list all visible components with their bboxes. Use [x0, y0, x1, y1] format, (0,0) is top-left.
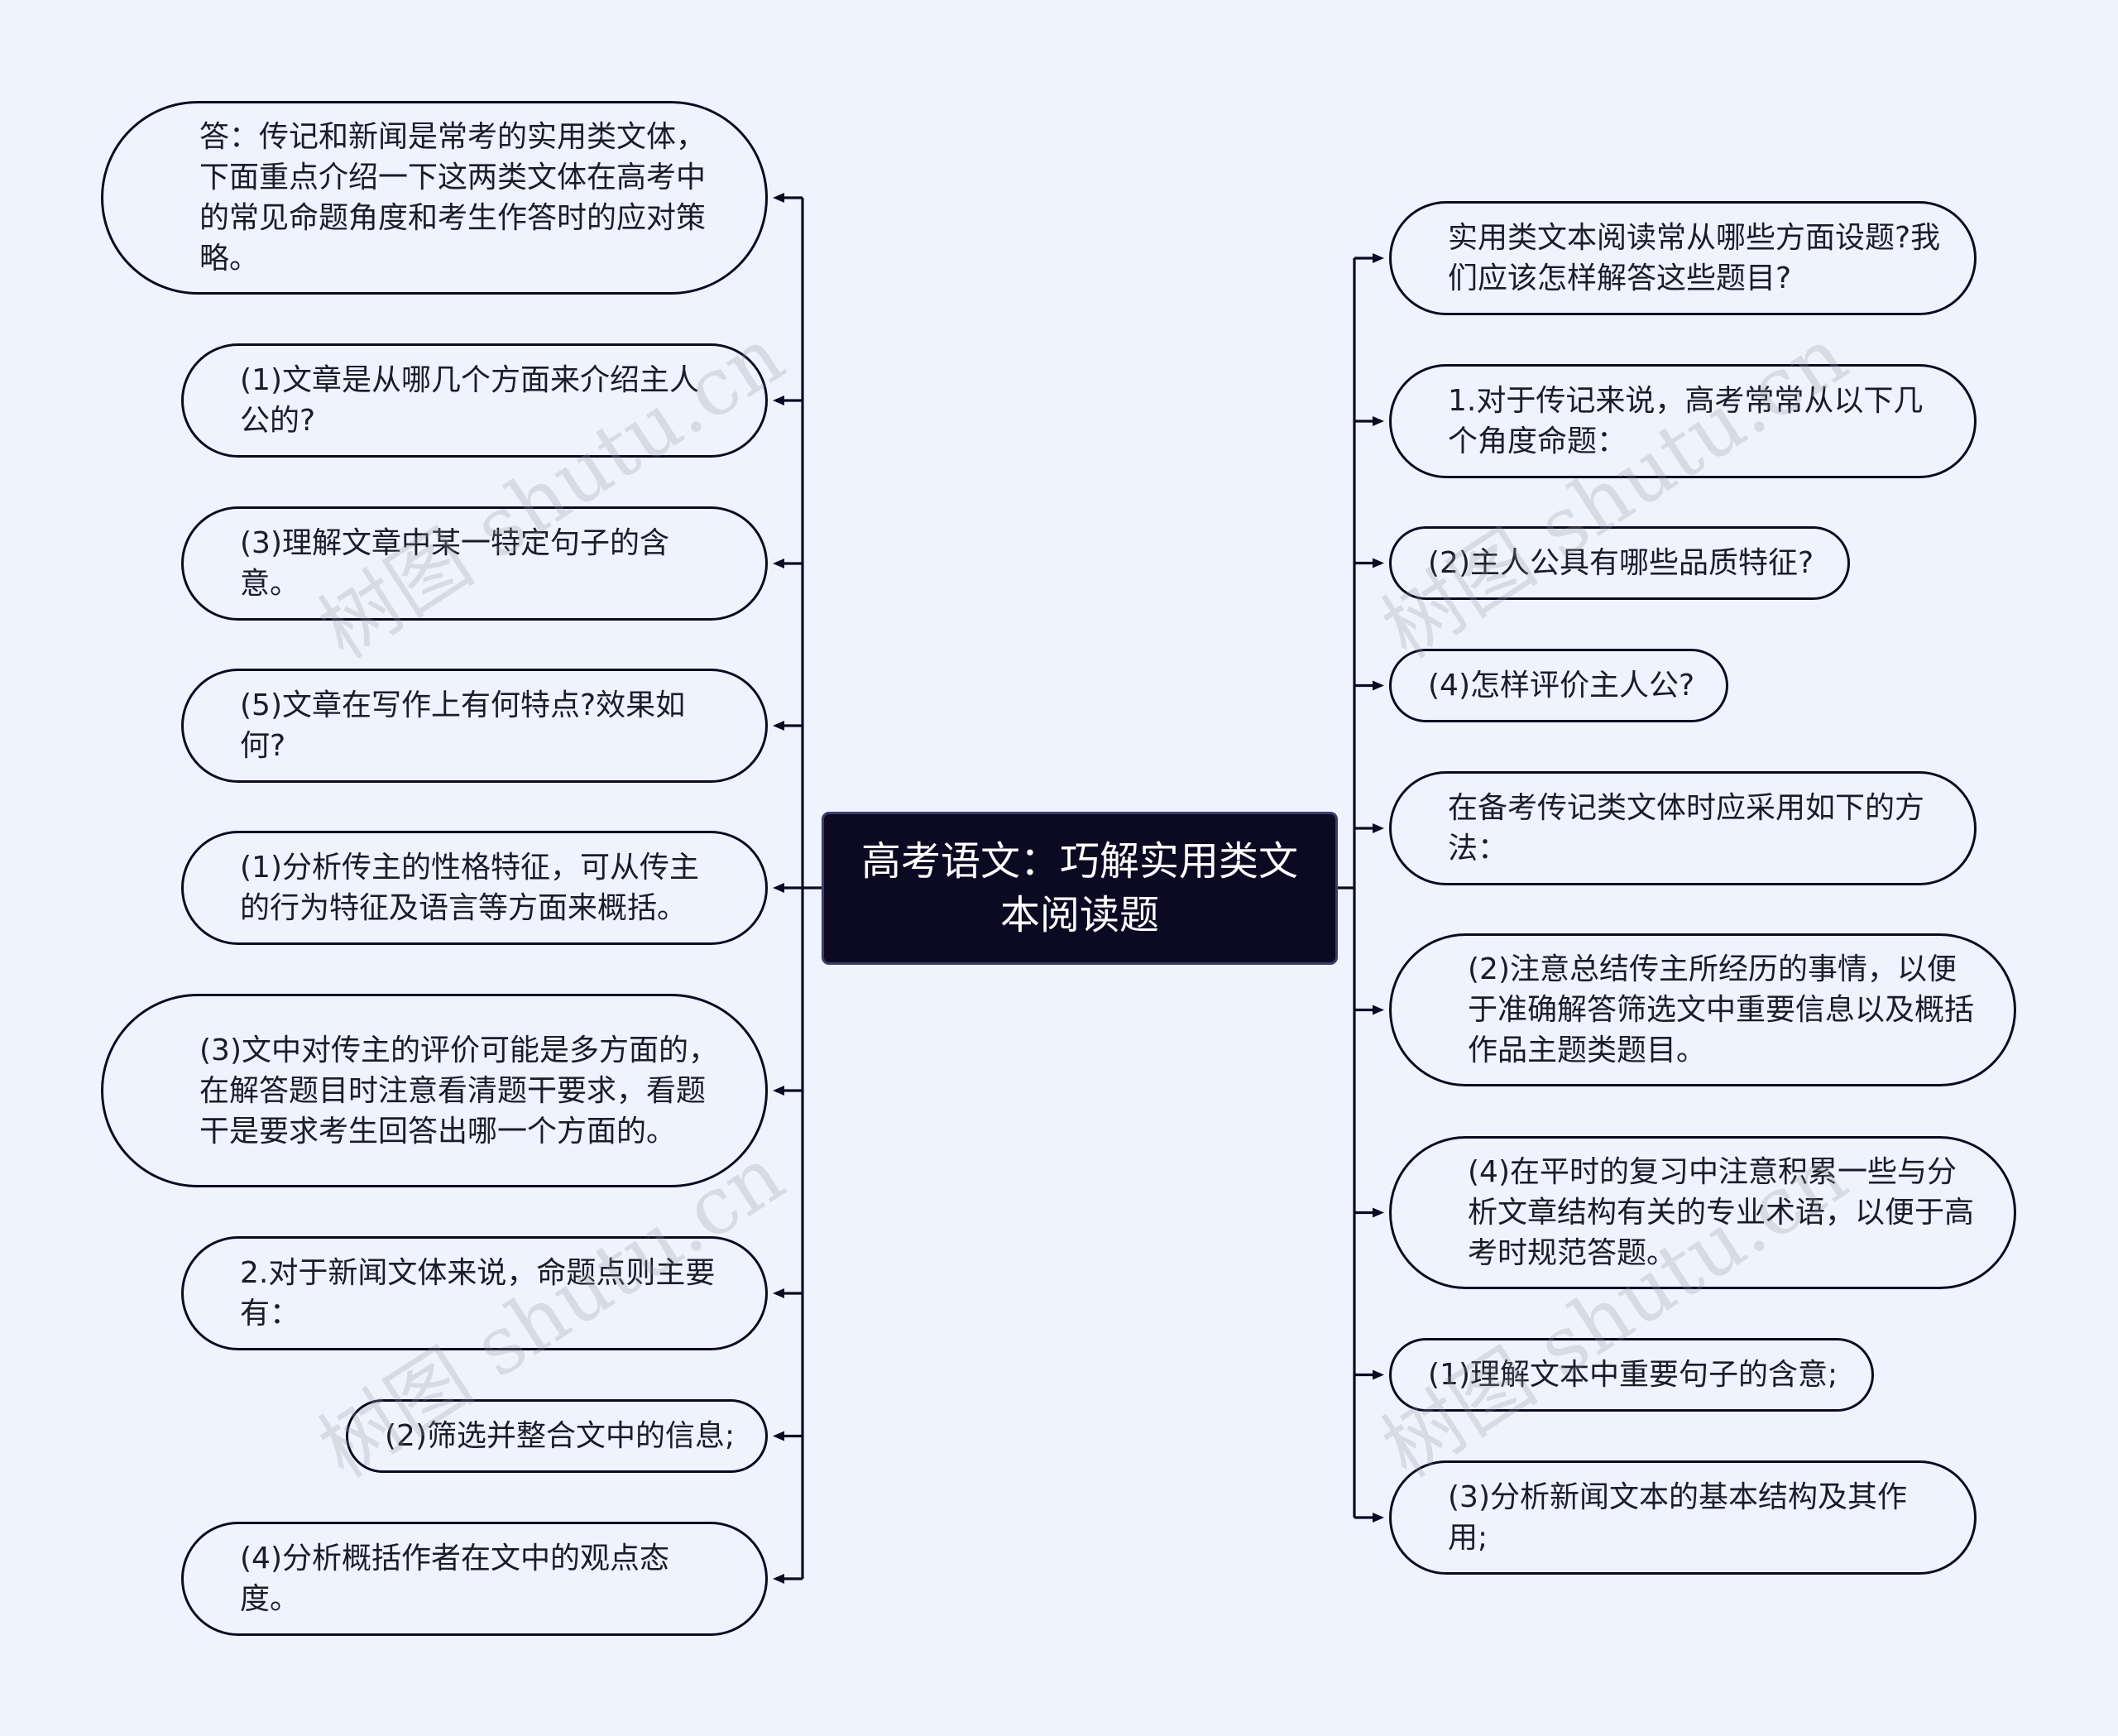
left-node[interactable]: (3)理解文章中某一特定句子的含意。: [181, 506, 768, 621]
left-node[interactable]: (4)分析概括作者在文中的观点态度。: [181, 1522, 768, 1636]
arrow-head: [773, 193, 784, 203]
left-node[interactable]: (1)分析传主的性格特征，可从传主的行为特征及语言等方面来概括。: [181, 831, 768, 945]
left-node[interactable]: 2.对于新闻文体来说，命题点则主要有：: [181, 1236, 768, 1350]
arrow-head: [1373, 253, 1384, 263]
right-node[interactable]: (2)注意总结传主所经历的事情，以便于准确解答筛选文中重要信息以及概括作品主题类…: [1389, 933, 2016, 1086]
right-node[interactable]: 在备考传记类文体时应采用如下的方法：: [1389, 771, 1977, 885]
arrow-head: [773, 1574, 784, 1584]
left-node-text: 答：传记和新闻是常考的实用类文体，下面重点介绍一下这两类文体在高考中的常见命题角…: [199, 120, 707, 276]
left-node[interactable]: (5)文章在写作上有何特点?效果如何?: [181, 669, 768, 783]
right-node[interactable]: (4)怎样评价主人公?: [1389, 649, 1728, 722]
arrow-head: [1373, 1005, 1384, 1015]
left-node-text: (5)文章在写作上有何特点?效果如何?: [240, 688, 686, 763]
arrow-head: [773, 1288, 784, 1298]
left-node[interactable]: (1)文章是从哪几个方面来介绍主人公的?: [181, 343, 768, 458]
left-node[interactable]: (2)筛选并整合文中的信息;: [346, 1399, 768, 1473]
right-node-text: 实用类文本阅读常从哪些方面设题?我们应该怎样解答这些题目?: [1448, 221, 1941, 295]
right-node[interactable]: (1)理解文本中重要句子的含意;: [1389, 1338, 1874, 1412]
right-node-text: (2)主人公具有哪些品质特征?: [1428, 546, 1814, 580]
right-node-text: 1.对于传记来说，高考常常从以下几个角度命题：: [1448, 384, 1924, 458]
arrow-head: [1373, 416, 1384, 426]
arrow-head: [1373, 1207, 1384, 1218]
arrow-head: [1373, 1369, 1384, 1380]
arrow-head: [773, 883, 784, 893]
left-node-text: (4)分析概括作者在文中的观点态度。: [240, 1542, 669, 1616]
right-node[interactable]: (2)主人公具有哪些品质特征?: [1389, 526, 1850, 600]
right-node[interactable]: (4)在平时的复习中注意积累一些与分析文章结构有关的专业术语，以便于高考时规范答…: [1389, 1136, 2016, 1289]
arrow-head: [773, 1431, 784, 1441]
arrow-head: [773, 396, 784, 405]
left-node-text: (1)文章是从哪几个方面来介绍主人公的?: [240, 363, 699, 438]
arrow-head: [773, 559, 784, 568]
left-node-text: (3)文中对传主的评价可能是多方面的，在解答题目时注意看清题干要求，看题干是要求…: [199, 1033, 718, 1149]
right-node-text: (2)注意总结传主所经历的事情，以便于准确解答筛选文中重要信息以及概括作品主题类…: [1468, 952, 1975, 1067]
root-node[interactable]: 高考语文：巧解实用类文本阅读题: [822, 812, 1338, 965]
right-node[interactable]: 实用类文本阅读常从哪些方面设题?我们应该怎样解答这些题目?: [1389, 201, 1977, 315]
right-node-text: (3)分析新闻文本的基本结构及其作用;: [1448, 1480, 1907, 1555]
left-node-text: (2)筛选并整合文中的信息;: [385, 1419, 736, 1453]
right-node[interactable]: 1.对于传记来说，高考常常从以下几个角度命题：: [1389, 364, 1977, 478]
right-node-text: (1)理解文本中重要句子的含意;: [1428, 1358, 1838, 1392]
arrow-head: [1373, 823, 1384, 833]
arrow-head: [1373, 1513, 1384, 1523]
left-node-text: 2.对于新闻文体来说，命题点则主要有：: [240, 1256, 716, 1331]
left-node[interactable]: 答：传记和新闻是常考的实用类文体，下面重点介绍一下这两类文体在高考中的常见命题角…: [101, 101, 768, 295]
arrow-head: [1373, 680, 1384, 691]
arrow-head: [773, 721, 784, 731]
right-node-text: (4)怎样评价主人公?: [1428, 669, 1695, 703]
arrow-head: [773, 1086, 784, 1096]
right-node[interactable]: (3)分析新闻文本的基本结构及其作用;: [1389, 1460, 1977, 1575]
arrow-head: [1373, 558, 1384, 568]
root-title: 高考语文：巧解实用类文本阅读题: [860, 837, 1298, 938]
left-node-text: (1)分析传主的性格特征，可从传主的行为特征及语言等方面来概括。: [240, 851, 699, 925]
left-node-text: (3)理解文章中某一特定句子的含意。: [240, 526, 669, 601]
right-node-text: (4)在平时的复习中注意积累一些与分析文章结构有关的专业术语，以便于高考时规范答…: [1468, 1155, 1975, 1270]
left-node[interactable]: (3)文中对传主的评价可能是多方面的，在解答题目时注意看清题干要求，看题干是要求…: [101, 994, 768, 1187]
right-node-text: 在备考传记类文体时应采用如下的方法：: [1448, 791, 1925, 866]
